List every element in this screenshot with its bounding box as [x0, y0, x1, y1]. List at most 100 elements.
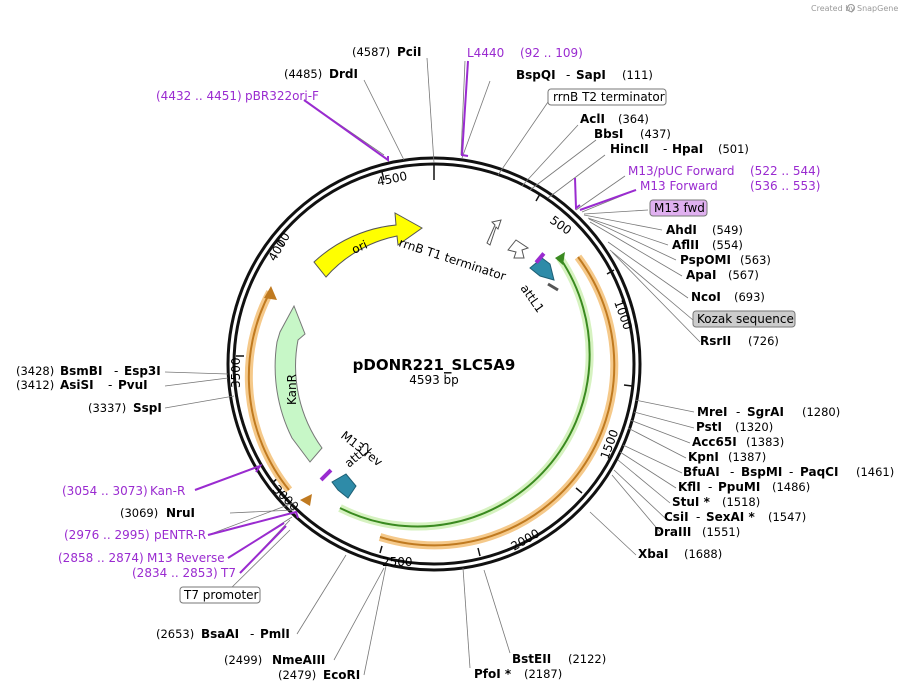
pmli-name[interactable]: PmlI — [260, 627, 290, 641]
asisi-name[interactable]: AsiSI — [60, 378, 94, 392]
acc65i-name[interactable]: Acc65I — [692, 435, 737, 449]
m13fwd-box-label: M13 fwd — [654, 201, 705, 215]
tick-label-3500: 3500 — [229, 357, 243, 388]
credit-text: Created by — [811, 4, 855, 13]
rrnb-t1-arrow[interactable] — [507, 239, 530, 259]
bspqi-pos: (111) — [622, 68, 653, 82]
pbr322-name[interactable]: pBR322ori-F — [245, 89, 319, 103]
attl2-feature[interactable] — [331, 473, 357, 499]
esp3i-name[interactable]: Esp3I — [124, 364, 161, 378]
snapgene-logo-icon — [847, 4, 855, 12]
m13rev-primer-name[interactable]: M13 Reverse — [147, 551, 225, 565]
m13fwd-box[interactable] — [649, 199, 708, 217]
pspomi-name[interactable]: PspOMI — [680, 253, 731, 267]
attl1-feature[interactable] — [529, 257, 555, 281]
l4440-primer-mark — [460, 60, 469, 157]
acli-name[interactable]: AclI — [580, 112, 605, 126]
tick-label-2500: 2500 — [382, 555, 413, 569]
bfuai-dash: - — [730, 465, 734, 479]
nrui-name[interactable]: NruI — [166, 506, 195, 520]
bspmi-dash: - — [789, 465, 793, 479]
pspomi-pos: (563) — [740, 253, 771, 267]
ecori-name[interactable]: EcoRI — [323, 668, 360, 682]
rsrii-name[interactable]: RsrII — [700, 334, 731, 348]
t7-primer-name[interactable]: T7 — [220, 566, 236, 580]
aflii-pos: (554) — [712, 238, 743, 252]
green-arc-arrowhead — [555, 252, 565, 265]
bspqi-name[interactable]: BspQI — [516, 68, 556, 82]
ori-feature[interactable] — [313, 212, 423, 278]
kanr-feature[interactable] — [274, 304, 323, 463]
xbai-name[interactable]: XbaI — [638, 547, 668, 561]
hpai-name[interactable]: HpaI — [672, 142, 703, 156]
sspi-pos: (3337) — [88, 401, 126, 415]
asisi-pos: (3412) — [16, 378, 54, 392]
sapi-name[interactable]: SapI — [576, 68, 606, 82]
drdi-name[interactable]: DrdI — [329, 67, 358, 81]
kanr-primer-name[interactable]: Kan-R — [150, 484, 185, 498]
rrnb-t2-box[interactable] — [547, 88, 667, 106]
orange-arc-right — [379, 256, 616, 547]
sgrai-name[interactable]: SgrAI — [747, 405, 784, 419]
t7-promoter-box[interactable] — [179, 586, 261, 604]
sspi-name[interactable]: SspI — [133, 401, 162, 415]
ecori-pos: (2479) — [278, 668, 316, 682]
tick-2500 — [477, 547, 481, 557]
rrnb-t2-arrow[interactable] — [486, 219, 502, 246]
pvui-name[interactable]: PvuI — [118, 378, 148, 392]
ahdi-name[interactable]: AhdI — [666, 223, 697, 237]
tick-4500 — [381, 171, 385, 181]
kpni-name[interactable]: KpnI — [688, 450, 719, 464]
credit-brand: SnapGene — [857, 4, 898, 13]
csii-name[interactable]: CsiI — [664, 510, 689, 524]
tick-1000 — [606, 269, 615, 275]
pfoi-pos: (2187) — [524, 667, 562, 681]
aflii-name[interactable]: AflII — [672, 238, 699, 252]
tick-2500b — [379, 545, 383, 554]
mrei-pos: (1280) — [802, 405, 840, 419]
pfoi-name[interactable]: PfoI * — [474, 667, 512, 681]
green-arc — [339, 257, 591, 528]
ncoi-name[interactable]: NcoI — [691, 290, 721, 304]
bbsi-name[interactable]: BbsI — [594, 127, 623, 141]
kfli-pos: (1486) — [772, 480, 810, 494]
ncoi-pos: (693) — [734, 290, 765, 304]
xbai-pos: (1688) — [684, 547, 722, 561]
kfli-name[interactable]: KflI — [678, 480, 701, 494]
bsmbi-name[interactable]: BsmBI — [60, 364, 102, 378]
hincii-name[interactable]: HincII — [610, 142, 649, 156]
hincii-dash: - — [663, 142, 667, 156]
bfuai-name[interactable]: BfuAI — [683, 465, 720, 479]
pbr322-pos: (4432 .. 4451) — [156, 89, 242, 103]
m13fwd-primer-name[interactable]: M13 Forward — [640, 179, 718, 193]
stui-name[interactable]: StuI * — [672, 495, 711, 509]
tick-1500 — [623, 384, 633, 387]
kanr-label: KanR — [285, 374, 299, 405]
ppumi-name[interactable]: PpuMI — [718, 480, 760, 494]
backbone-inner-circle — [232, 162, 636, 566]
bsteii-pos: (2122) — [568, 652, 606, 666]
bspmi-name[interactable]: BspMI — [741, 465, 782, 479]
draiii-name[interactable]: DraIII — [654, 525, 691, 539]
psti-name[interactable]: PstI — [696, 420, 722, 434]
kozak-box[interactable] — [692, 310, 796, 328]
asisi-dash: - — [108, 378, 112, 392]
bsaai-name[interactable]: BsaAI — [201, 627, 239, 641]
csii-dash: - — [696, 510, 700, 524]
pcii-name[interactable]: PciI — [397, 45, 422, 59]
paqci-name[interactable]: PaqCI — [800, 465, 838, 479]
bspqi-dash: - — [566, 68, 570, 82]
rrnb-t2-label: rrnB T2 terminator — [553, 90, 665, 104]
pentr-name[interactable]: pENTR-R — [154, 528, 206, 542]
l4440-name[interactable]: L4440 — [467, 46, 504, 60]
m13puc-name[interactable]: M13/pUC Forward — [628, 164, 735, 178]
mrei-name[interactable]: MreI — [697, 405, 727, 419]
nmeaiii-name[interactable]: NmeAIII — [272, 653, 325, 667]
csii-pos: (1547) — [768, 510, 806, 524]
bsteii-name[interactable]: BstEII — [512, 652, 551, 666]
stui-pos: (1518) — [722, 495, 760, 509]
nrui-pos: (3069) — [120, 506, 158, 520]
apai-name[interactable]: ApaI — [686, 268, 716, 282]
sexai-name[interactable]: SexAI * — [706, 510, 755, 524]
